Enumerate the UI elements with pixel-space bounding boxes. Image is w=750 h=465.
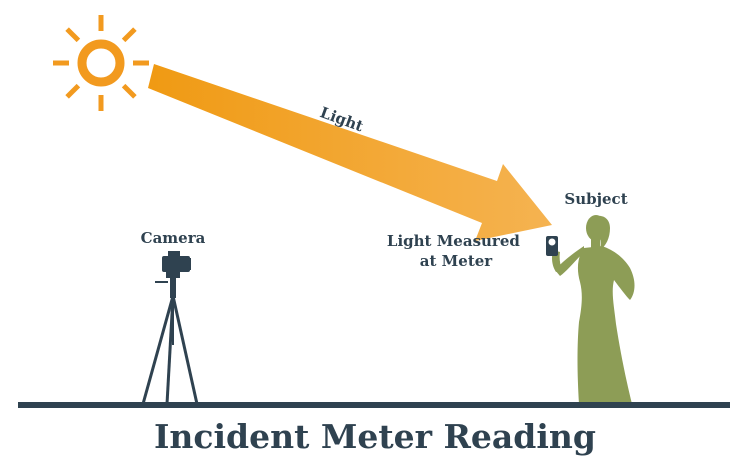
light-measured-line-1: Light Measured [387, 232, 520, 250]
ground-line [18, 402, 730, 408]
light-measured-line-2: at Meter [420, 252, 493, 270]
camera-on-tripod-icon [141, 251, 199, 405]
light-measured-label: Light Measured at Meter [387, 232, 525, 270]
camera-label: Camera [141, 229, 206, 247]
diagram-title: Incident Meter Reading [154, 417, 596, 456]
sun-icon [53, 15, 149, 111]
light-meter-icon [546, 236, 558, 256]
light-arrow [148, 64, 552, 241]
subject-label: Subject [564, 190, 627, 208]
woman-silhouette-icon [552, 215, 635, 404]
